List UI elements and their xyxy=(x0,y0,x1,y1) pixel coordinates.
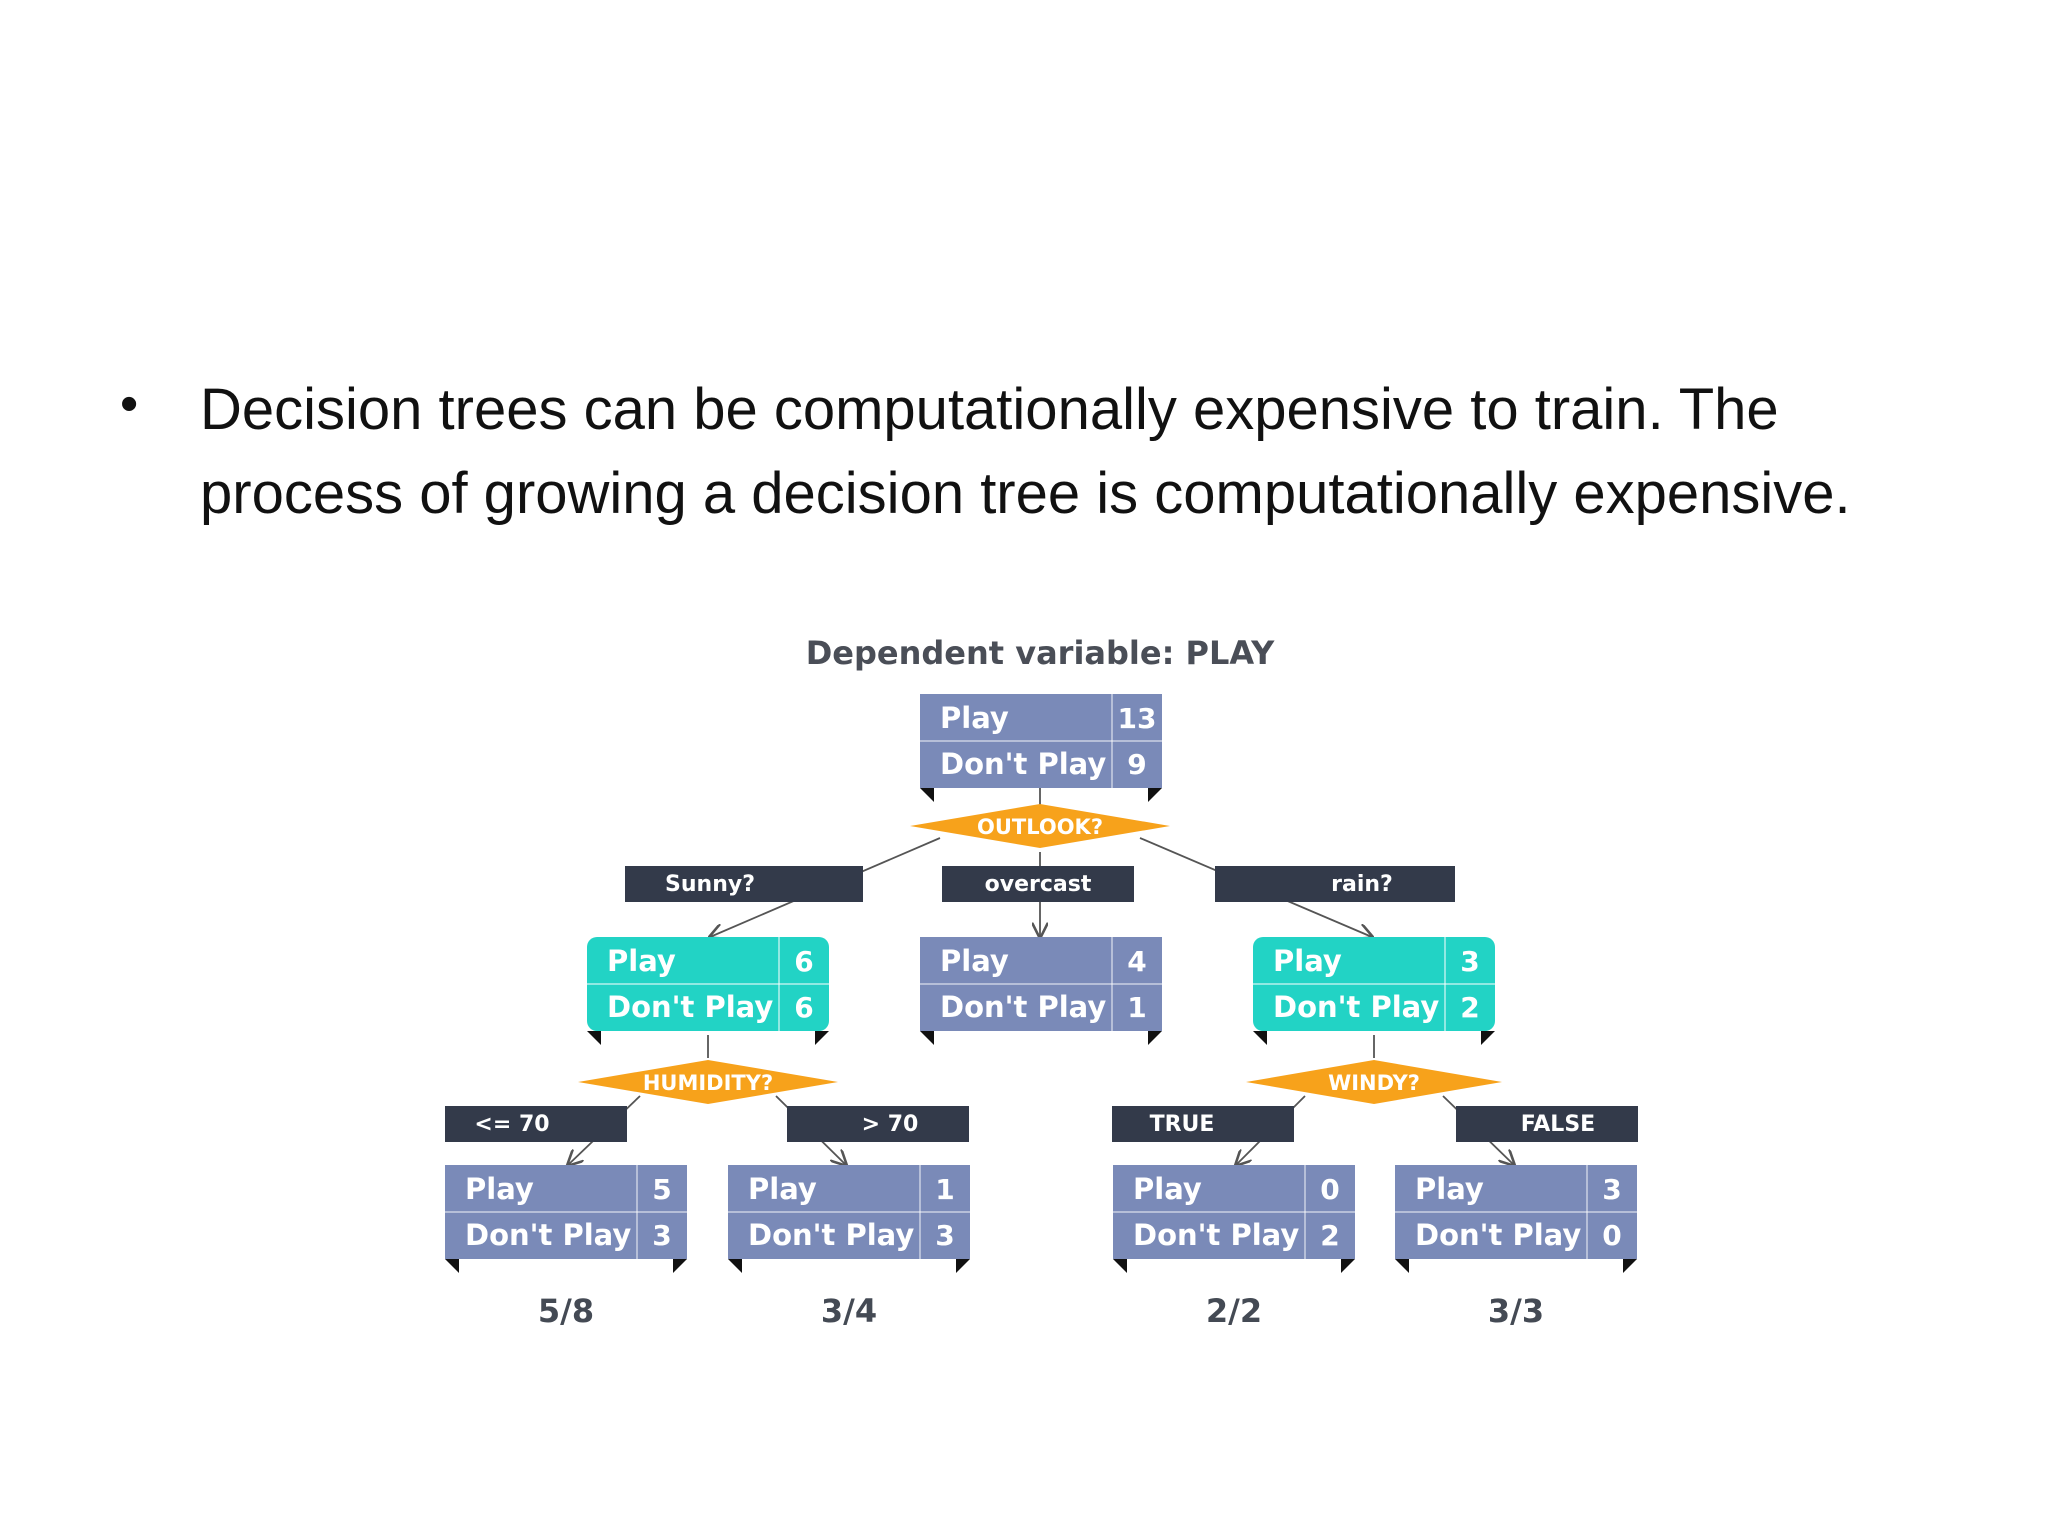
node-rain-dont-label: Don't Play xyxy=(1273,990,1439,1024)
node-humidity-high-dont-label: Don't Play xyxy=(748,1218,914,1252)
node-rain-dont-count: 2 xyxy=(1460,991,1479,1024)
branch-sunny: Sunny? xyxy=(625,866,863,902)
branch-rain-label: rain? xyxy=(1331,872,1393,897)
node-rain: Play 3 Don't Play 2 xyxy=(1253,937,1495,1045)
split-outlook-label: OUTLOOK? xyxy=(977,815,1103,839)
split-outlook: OUTLOOK? xyxy=(910,804,1170,848)
split-windy-label: WINDY? xyxy=(1328,1071,1420,1095)
node-root-play-label: Play xyxy=(940,701,1009,735)
split-humidity: HUMIDITY? xyxy=(578,1060,838,1104)
node-windy-false-play-count: 3 xyxy=(1602,1173,1621,1206)
node-overcast: Play 4 Don't Play 1 xyxy=(920,937,1162,1045)
node-root-dont-count: 9 xyxy=(1127,748,1146,781)
node-root: Play 13 Don't Play 9 xyxy=(920,694,1162,802)
node-rain-play-label: Play xyxy=(1273,944,1342,978)
node-windy-true-play-count: 0 xyxy=(1320,1173,1339,1206)
bullet-text: Decision trees can be computationally ex… xyxy=(200,377,1851,526)
node-sunny-play-count: 6 xyxy=(794,945,813,978)
node-windy-true-play-label: Play xyxy=(1133,1172,1202,1206)
node-humidity-low: Play 5 Don't Play 3 xyxy=(445,1165,687,1273)
node-humidity-low-play-label: Play xyxy=(465,1172,534,1206)
node-sunny: Play 6 Don't Play 6 xyxy=(587,937,829,1045)
node-humidity-high-play-count: 1 xyxy=(935,1173,954,1206)
node-windy-false-dont-count: 0 xyxy=(1602,1219,1621,1252)
node-sunny-dont-label: Don't Play xyxy=(607,990,773,1024)
node-windy-true-dont-label: Don't Play xyxy=(1133,1218,1299,1252)
node-overcast-dont-label: Don't Play xyxy=(940,990,1106,1024)
node-humidity-low-play-count: 5 xyxy=(652,1173,671,1206)
branch-humidity-high-label: > 70 xyxy=(862,1112,919,1137)
ratio-humidity-low: 5/8 xyxy=(538,1292,594,1330)
bullet-dot: • xyxy=(120,375,139,433)
split-windy: WINDY? xyxy=(1246,1060,1502,1104)
node-overcast-play-count: 4 xyxy=(1127,945,1146,978)
branch-windy-true: TRUE xyxy=(1112,1106,1294,1142)
node-windy-true-dont-count: 2 xyxy=(1320,1219,1339,1252)
ratio-humidity-high: 3/4 xyxy=(821,1292,877,1330)
branch-overcast-label: overcast xyxy=(985,872,1092,897)
node-overcast-play-label: Play xyxy=(940,944,1009,978)
branch-overcast: overcast xyxy=(942,866,1134,902)
node-windy-false-play-label: Play xyxy=(1415,1172,1484,1206)
split-humidity-label: HUMIDITY? xyxy=(643,1071,773,1095)
node-humidity-high-play-label: Play xyxy=(748,1172,817,1206)
node-sunny-dont-count: 6 xyxy=(794,991,813,1024)
branch-windy-true-label: TRUE xyxy=(1150,1112,1215,1137)
branch-windy-false: FALSE xyxy=(1456,1106,1638,1142)
node-humidity-low-dont-count: 3 xyxy=(652,1219,671,1252)
branch-humidity-low: <= 70 xyxy=(445,1106,627,1142)
node-windy-true: Play 0 Don't Play 2 xyxy=(1113,1165,1355,1273)
node-overcast-dont-count: 1 xyxy=(1127,991,1146,1024)
diagram-title: Dependent variable: PLAY xyxy=(806,634,1275,672)
node-root-play-count: 13 xyxy=(1118,702,1157,735)
node-sunny-play-label: Play xyxy=(607,944,676,978)
node-rain-play-count: 3 xyxy=(1460,945,1479,978)
node-humidity-high: Play 1 Don't Play 3 xyxy=(728,1165,970,1273)
branch-humidity-low-label: <= 70 xyxy=(474,1112,549,1137)
node-windy-false: Play 3 Don't Play 0 xyxy=(1395,1165,1637,1273)
ratio-windy-false: 3/3 xyxy=(1488,1292,1544,1330)
node-humidity-high-dont-count: 3 xyxy=(935,1219,954,1252)
branch-rain: rain? xyxy=(1215,866,1455,902)
node-root-dont-label: Don't Play xyxy=(940,747,1106,781)
branch-windy-false-label: FALSE xyxy=(1521,1112,1595,1137)
ratio-windy-true: 2/2 xyxy=(1206,1292,1262,1330)
node-windy-false-dont-label: Don't Play xyxy=(1415,1218,1581,1252)
branch-sunny-label: Sunny? xyxy=(665,872,755,897)
node-humidity-low-dont-label: Don't Play xyxy=(465,1218,631,1252)
branch-humidity-high: > 70 xyxy=(787,1106,969,1142)
